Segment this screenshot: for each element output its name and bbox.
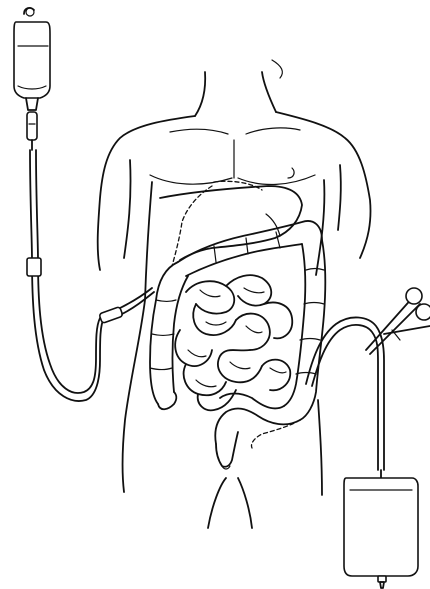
- tube-clamp: [366, 288, 430, 354]
- liver: [160, 186, 302, 266]
- iv-bag: [14, 8, 50, 150]
- outflow-tube: [251, 317, 384, 470]
- small-intestine: [175, 275, 292, 410]
- drainage-bag: [344, 470, 418, 588]
- colon: [150, 221, 325, 444]
- rectum: [216, 432, 238, 469]
